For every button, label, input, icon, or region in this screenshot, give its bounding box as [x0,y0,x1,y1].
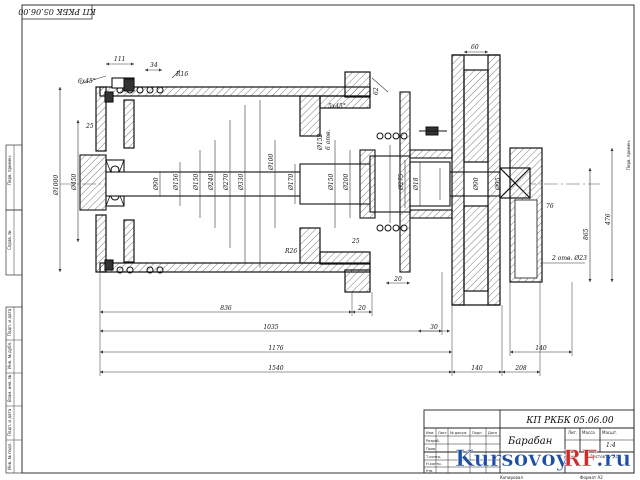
top-stamp: КП РКБК 05.06.00 [18,4,97,20]
dim-top-r16: R16 [175,71,188,78]
margin-cell-4: Подп. и дата [7,408,12,436]
dim-inner-holes: 6 отв. [325,129,332,150]
dim-inner-chamfer: 5х45° [328,103,346,110]
dim-top-chamfer: 6х45° [78,78,96,85]
margin-cell-1: Подп. и дата [7,308,12,336]
tb-row-3: Подп. [472,431,483,435]
tb-row-2: № докум. [450,431,467,435]
dim-shaft-1: Ø90 [153,177,160,191]
dim-shaft-6: Ø330 [238,173,245,191]
right-support [499,147,543,283]
bottom-dim-label: 20 [393,276,402,283]
dim-shaft-14: Ø95 [495,177,502,191]
bottom-dim-label: 836 [220,305,232,312]
margin-cell-5: Инв. № подл. [7,442,12,470]
watermark-part2: RF [563,446,597,472]
tb-row-1: Лист [438,431,447,435]
dim-shaft-9: Ø150 [328,173,335,191]
margin-cell-2: Инв. № дубл. [7,342,12,369]
title-name: Барабан [507,436,552,447]
top-bolts [123,78,447,136]
tb-row-5: Разраб. [426,439,440,443]
dim-inner-25: 25 [351,238,360,245]
bottom-dim-label: 20 [357,305,366,312]
dim-shaft-2: Ø156 [173,173,180,191]
top-stamp-text: КП РКБК 05.06.00 [18,7,97,16]
dim-d450: Ø450 [71,173,78,191]
title-col-mass: Масса [582,430,595,435]
dim-shaft-11: Ø275 [398,173,405,191]
margin-right-label: Перв. примен. [626,140,631,170]
margin-top-label: Перв. примен. [7,155,12,185]
bottom-dim-label: 1176 [268,345,283,352]
dim-top-62: 62 [373,87,380,95]
bottom-dim-label: 1035 [263,324,278,331]
dim-top-34: 34 [150,62,158,69]
tb-row-8: Н.контр. [426,462,442,466]
tb-row-4: Дата [488,431,497,435]
dim-right-holes: 2 отв. Ø23 [551,255,587,262]
bottom-dim-label: 208 [514,365,527,372]
margin-mid-label: Справ. № [7,231,12,250]
dim-right-865: 865 [583,228,590,240]
extension-lines [99,272,573,376]
dim-shaft-13: Ø90 [473,177,480,191]
title-sheet: Лист [568,454,579,459]
watermark-part3: .ru [596,446,631,472]
dim-inner-25b: 25 [85,123,94,130]
tb-row-6: Пров. [426,447,436,451]
dim-shaft-4: Ø240 [208,173,215,191]
title-sheets-n: 12 [612,454,618,460]
title-block [423,409,635,474]
dim-shaft-5: Ø270 [223,173,230,191]
title-scale: 1:4 [606,442,616,449]
dim-inner-d152: Ø152 [317,133,324,151]
bottom-dim-label: 140 [535,345,547,352]
dim-right-476: 476 [605,213,612,226]
diameter-lines [58,87,614,282]
dim-radius-r26: R26 [284,248,297,255]
title-col-scale: Масшт. [602,430,617,435]
watermark: Kursovoy RF .ru [455,446,632,473]
gear-wheel [451,54,501,306]
dim-top-111: 111 [114,56,125,63]
tb-row-0: Изм. [426,431,434,435]
dim-d1000: Ø1000 [53,175,60,196]
tb-row-7: Т.контр. [425,455,441,459]
bottom-dim-label: 1540 [268,365,283,372]
bottom-dim-label: 30 [430,324,438,331]
dim-shaft-3: Ø150 [193,173,200,191]
dim-shaft-8: Ø170 [288,173,295,191]
dim-right-76: 76 [546,203,554,210]
title-sheets: Листов [590,454,606,459]
tb-row-9: Утв. [426,469,433,473]
diameter-labels: Ø1000 Ø450 Ø90 Ø156 Ø150 Ø240 Ø270 Ø330 … [53,103,502,255]
margin-cell-3: Взам. инв. № [7,375,12,402]
bottom-dim-label: 140 [471,365,483,372]
tb-format: Формат А2 [580,475,603,480]
bottom-dimensions: 836 20 1035 30 1176 140 1540 140 208 20 [100,276,572,374]
title-code: КП РКБК 05.06.00 [525,416,613,426]
top-dimensions [79,50,488,93]
drum-shell [95,71,371,293]
dim-top-60: 60 [471,44,479,51]
tb-copied: Копировал [500,475,523,480]
title-col-lit: Лит. [568,430,577,435]
dim-shaft-7: Ø100 [268,153,275,171]
dim-shaft-12: Ø18 [413,177,420,191]
left-margin-cells: Перв. примен. Справ. № Подп. и дата Инв.… [5,144,23,474]
dim-shaft-10: Ø200 [343,173,350,191]
watermark-part1: Kursovoy [455,446,570,472]
